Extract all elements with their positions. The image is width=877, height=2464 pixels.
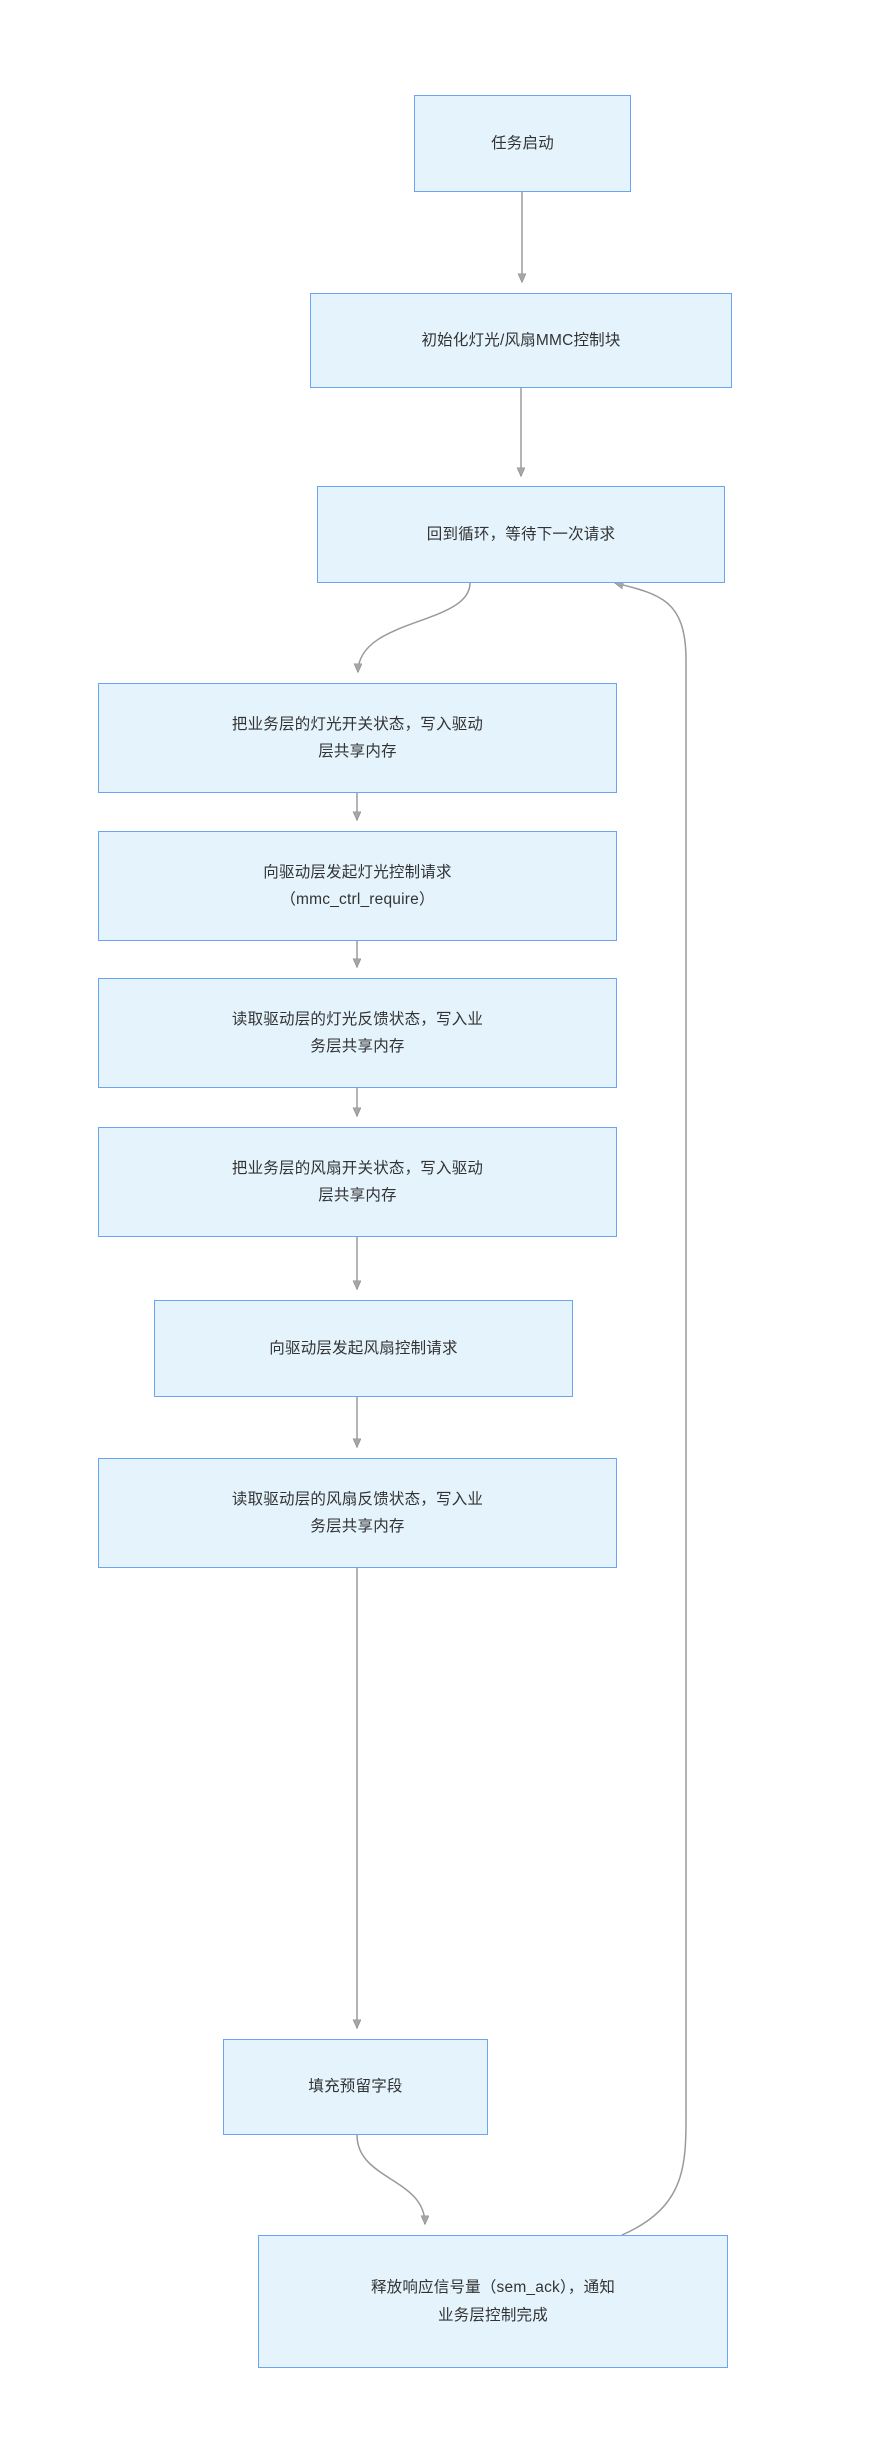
node-label: 读取驱动层的灯光反馈状态，写入业 务层共享内存 xyxy=(231,1010,484,1055)
node-label: 向驱动层发起灯光控制请求 （mmc_ctrl_require） xyxy=(263,863,452,908)
node-label: 任务启动 xyxy=(491,134,554,152)
node-label: 回到循环，等待下一次请求 xyxy=(426,525,616,543)
node-label: 把业务层的风扇开关状态，写入驱动 层共享内存 xyxy=(231,1159,484,1204)
node-init-light-fan-mmc[interactable]: 初始化灯光/风扇MMC控制块 xyxy=(310,293,732,388)
node-read-light-feedback-to-biz-shm[interactable]: 读取驱动层的灯光反馈状态，写入业 务层共享内存 xyxy=(98,978,617,1088)
node-fill-reserved-fields[interactable]: 填充预留字段 xyxy=(223,2039,488,2135)
node-label: 向驱动层发起风扇控制请求 xyxy=(269,1339,458,1357)
node-write-light-switch-to-driver-shm[interactable]: 把业务层的灯光开关状态，写入驱动 层共享内存 xyxy=(98,683,617,793)
node-label: 初始化灯光/风扇MMC控制块 xyxy=(421,331,621,349)
node-read-fan-feedback-to-biz-shm[interactable]: 读取驱动层的风扇反馈状态，写入业 务层共享内存 xyxy=(98,1458,617,1568)
node-request-fan-ctrl[interactable]: 向驱动层发起风扇控制请求 xyxy=(154,1300,573,1397)
node-task-start[interactable]: 任务启动 xyxy=(414,95,631,192)
edge-n11-n3-return xyxy=(615,583,687,2236)
edge-n3-n4 xyxy=(358,582,471,672)
node-label: 把业务层的灯光开关状态，写入驱动 层共享内存 xyxy=(231,715,484,760)
node-label: 释放响应信号量（sem_ack），通知 业务层控制完成 xyxy=(370,2279,616,2324)
node-back-to-loop-wait-request[interactable]: 回到循环，等待下一次请求 xyxy=(317,486,725,583)
edge-n10-n11 xyxy=(356,2134,425,2224)
node-write-fan-switch-to-driver-shm[interactable]: 把业务层的风扇开关状态，写入驱动 层共享内存 xyxy=(98,1127,617,1237)
node-label: 读取驱动层的风扇反馈状态，写入业 务层共享内存 xyxy=(231,1490,484,1535)
node-label: 填充预留字段 xyxy=(308,2078,403,2096)
node-release-sem-ack-notify[interactable]: 释放响应信号量（sem_ack），通知 业务层控制完成 xyxy=(258,2235,728,2368)
node-request-light-ctrl[interactable]: 向驱动层发起灯光控制请求 （mmc_ctrl_require） xyxy=(98,831,617,941)
